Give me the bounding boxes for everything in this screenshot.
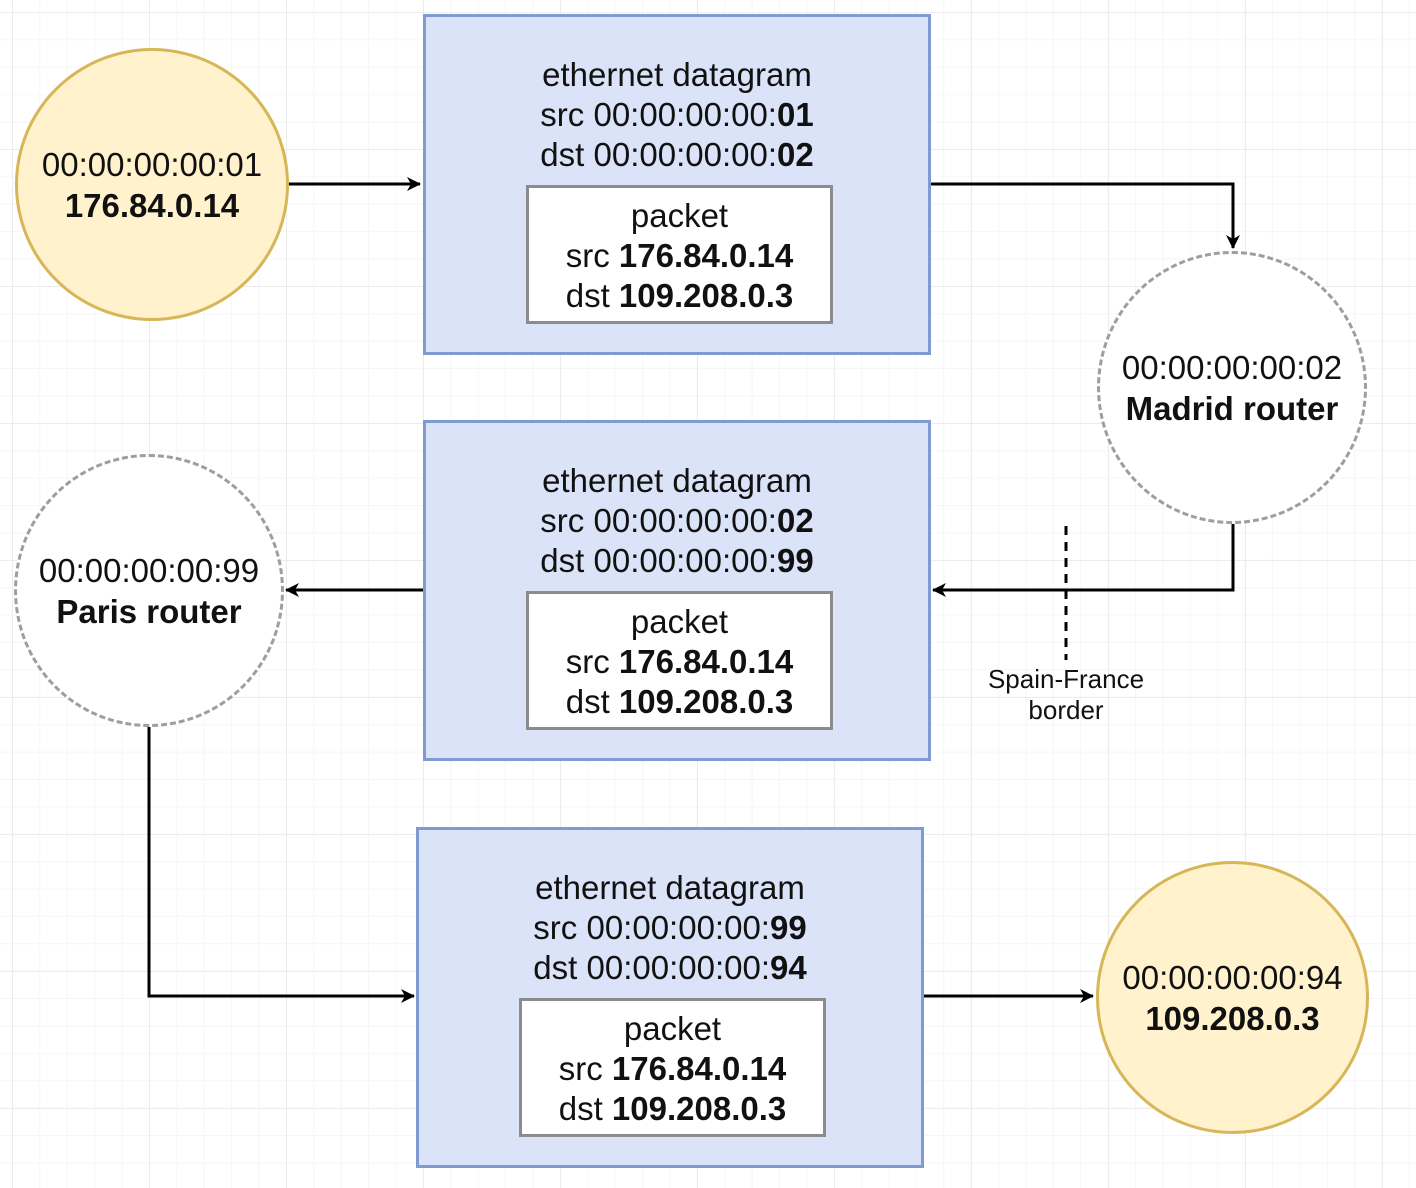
packet-src-ip: 176.84.0.14 [618, 237, 794, 274]
paris-router-name: Paris router [56, 592, 242, 630]
dst-label: dst [540, 136, 585, 173]
src-mac-prefix: 00:00:00:00: [586, 909, 770, 946]
border-annotation-line-1: Spain-France [987, 664, 1145, 694]
src-mac-suffix: 01 [776, 96, 814, 133]
packet-title: packet [623, 1010, 722, 1047]
packet-src-ip: 176.84.0.14 [611, 1050, 787, 1087]
packet-src-line: src 176.84.0.14 [529, 642, 830, 682]
packet-src-ip: 176.84.0.14 [618, 643, 794, 680]
datagram-title: ethernet datagram [542, 462, 812, 499]
packet-dst-label: dst [558, 1090, 603, 1127]
packet-box[interactable]: packet src 176.84.0.14 dst 109.208.0.3 [526, 185, 833, 324]
packet-dst-ip: 109.208.0.3 [618, 683, 794, 720]
dest-host-node[interactable]: 00:00:00:00:94 109.208.0.3 [1096, 861, 1369, 1134]
dst-mac-prefix: 00:00:00:00: [586, 949, 770, 986]
dest-host-mac: 00:00:00:00:94 [1122, 958, 1343, 996]
packet-dst-label: dst [565, 277, 610, 314]
src-label: src [540, 96, 585, 133]
datagram-src-line: src 00:00:00:00:01 [426, 95, 928, 135]
datagram-dst-line: dst 00:00:00:00:99 [426, 541, 928, 581]
datagram-dst-line: dst 00:00:00:00:94 [419, 948, 921, 988]
source-host-node[interactable]: 00:00:00:00:01 176.84.0.14 [15, 48, 289, 321]
dst-mac-suffix: 99 [776, 542, 814, 579]
madrid-router-name: Madrid router [1125, 389, 1339, 427]
madrid-router-node[interactable]: 00:00:00:00:02 Madrid router [1097, 251, 1367, 524]
border-annotation: Spain-France border [966, 664, 1166, 726]
packet-box[interactable]: packet src 176.84.0.14 dst 109.208.0.3 [519, 998, 826, 1137]
dst-label: dst [533, 949, 578, 986]
paris-router-node[interactable]: 00:00:00:00:99 Paris router [14, 454, 284, 727]
source-host-ip: 176.84.0.14 [64, 186, 240, 224]
packet-dst-line: dst 109.208.0.3 [529, 276, 830, 316]
dst-mac-prefix: 00:00:00:00: [593, 542, 777, 579]
paris-router-mac: 00:00:00:00:99 [38, 551, 260, 589]
packet-dst-ip: 109.208.0.3 [611, 1090, 787, 1127]
datagram-title: ethernet datagram [542, 56, 812, 93]
source-host-mac: 00:00:00:00:01 [41, 145, 263, 183]
edge-datagram-1-to-madrid [930, 182, 1240, 249]
dst-mac-suffix: 02 [776, 136, 814, 173]
dst-mac-prefix: 00:00:00:00: [593, 136, 777, 173]
src-label: src [533, 909, 578, 946]
packet-src-label: src [565, 643, 610, 680]
madrid-router-mac: 00:00:00:00:02 [1121, 348, 1343, 386]
packet-title: packet [630, 603, 729, 640]
border-annotation-line-2: border [1028, 695, 1104, 725]
dst-label: dst [540, 542, 585, 579]
datagram-src-line: src 00:00:00:00:02 [426, 501, 928, 541]
src-mac-prefix: 00:00:00:00: [593, 502, 777, 539]
edge-madrid-to-datagram-2 [932, 523, 1235, 597]
ethernet-datagram-2[interactable]: ethernet datagram src 00:00:00:00:02 dst… [423, 420, 931, 761]
src-label: src [540, 502, 585, 539]
src-mac-suffix: 99 [769, 909, 807, 946]
packet-box[interactable]: packet src 176.84.0.14 dst 109.208.0.3 [526, 591, 833, 730]
packet-dst-label: dst [565, 683, 610, 720]
packet-src-label: src [565, 237, 610, 274]
packet-src-line: src 176.84.0.14 [529, 236, 830, 276]
packet-dst-line: dst 109.208.0.3 [529, 682, 830, 722]
datagram-dst-line: dst 00:00:00:00:02 [426, 135, 928, 175]
datagram-src-line: src 00:00:00:00:99 [419, 908, 921, 948]
datagram-title: ethernet datagram [535, 869, 805, 906]
packet-src-line: src 176.84.0.14 [522, 1049, 823, 1089]
dst-mac-suffix: 94 [769, 949, 807, 986]
edge-paris-to-datagram-3 [147, 726, 415, 1003]
ethernet-datagram-3[interactable]: ethernet datagram src 00:00:00:00:99 dst… [416, 827, 924, 1168]
packet-dst-ip: 109.208.0.3 [618, 277, 794, 314]
dest-host-ip: 109.208.0.3 [1145, 999, 1320, 1037]
packet-dst-line: dst 109.208.0.3 [522, 1089, 823, 1129]
packet-title: packet [630, 197, 729, 234]
src-mac-prefix: 00:00:00:00: [593, 96, 777, 133]
ethernet-datagram-1[interactable]: ethernet datagram src 00:00:00:00:01 dst… [423, 14, 931, 355]
src-mac-suffix: 02 [776, 502, 814, 539]
packet-src-label: src [558, 1050, 603, 1087]
